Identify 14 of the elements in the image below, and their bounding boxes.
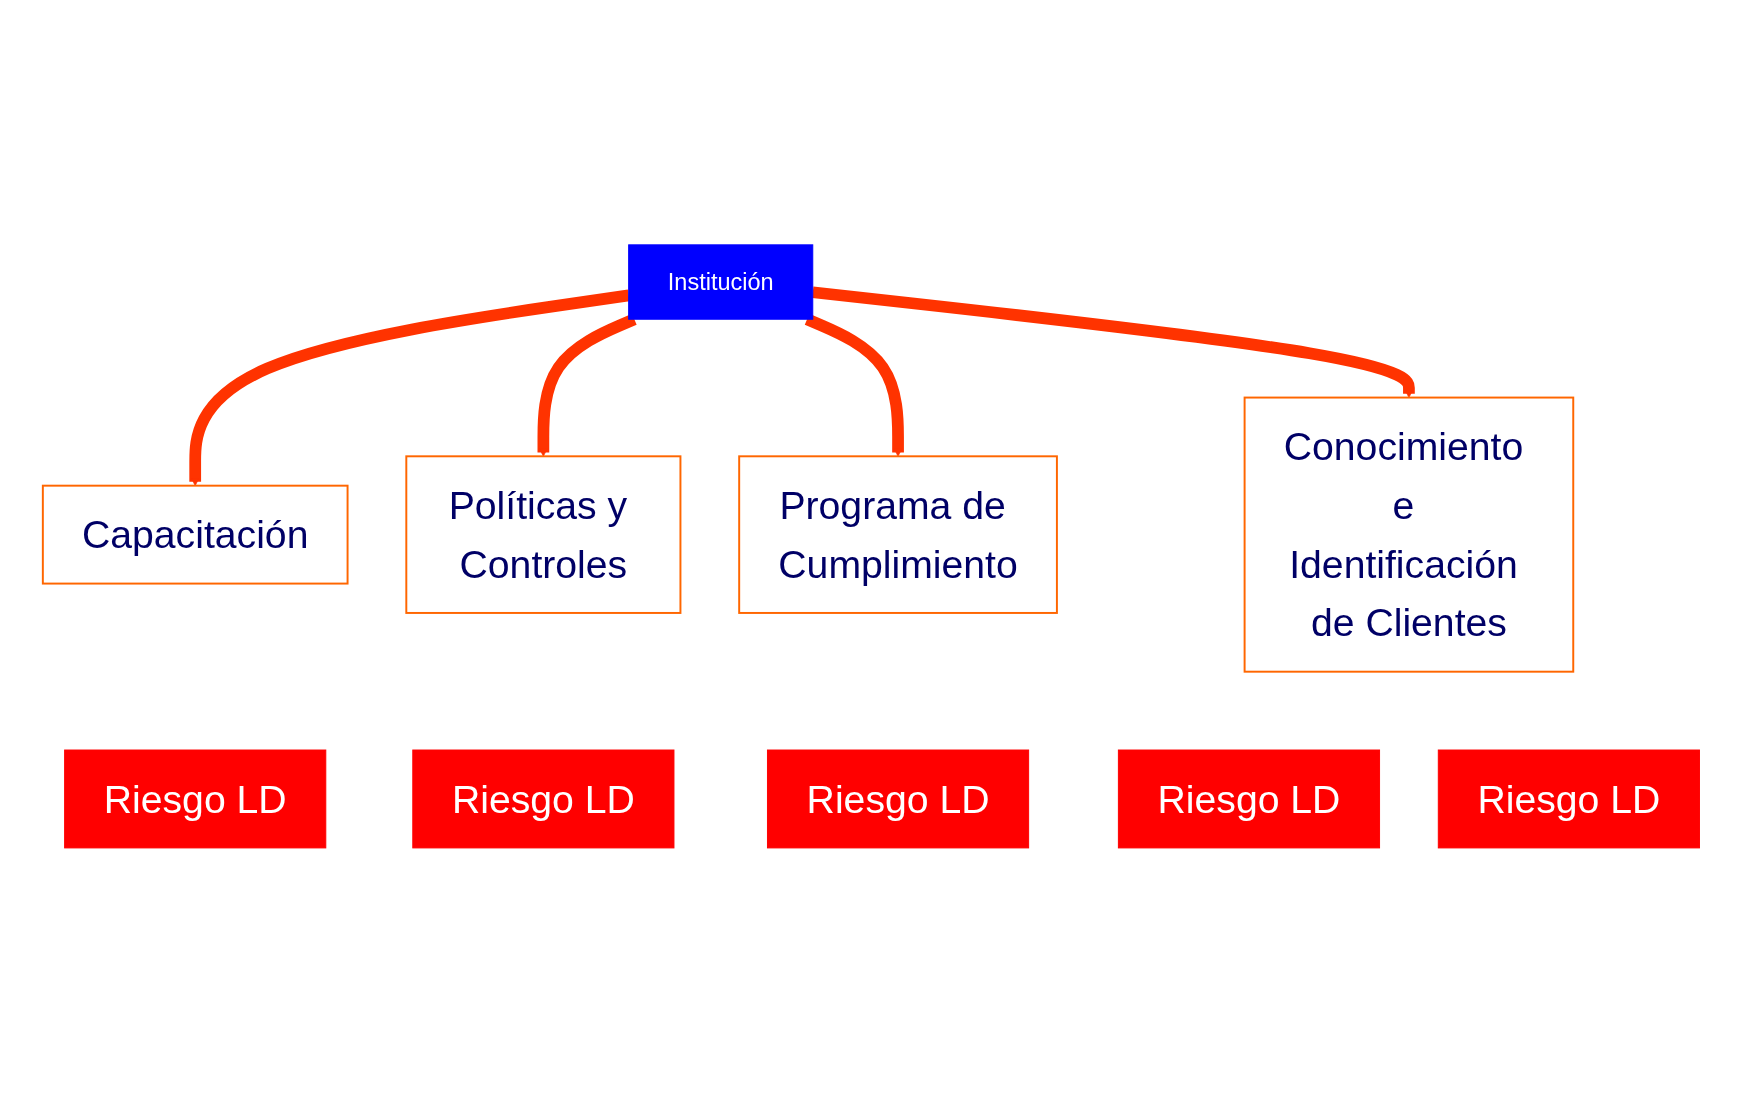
node-box: Riesgo LD [1117, 749, 1380, 849]
node-box: Riesgo LD [766, 749, 1029, 849]
arrow [537, 313, 637, 457]
arrow [189, 289, 630, 487]
arrow [804, 313, 904, 457]
node-box: Institución [628, 244, 814, 320]
node-box: Conocimiento e Identificación de Clientes [1243, 396, 1575, 673]
node-box: Riesgo LD [412, 749, 675, 849]
node-box: Riesgo LD [1437, 749, 1700, 849]
node-box: Políticas y Controles [405, 455, 682, 615]
node-box: Programa de Cumplimiento [738, 455, 1058, 615]
node-box: Riesgo LD [63, 749, 327, 849]
arrow [811, 286, 1415, 399]
node-box: Capacitación [41, 484, 349, 585]
